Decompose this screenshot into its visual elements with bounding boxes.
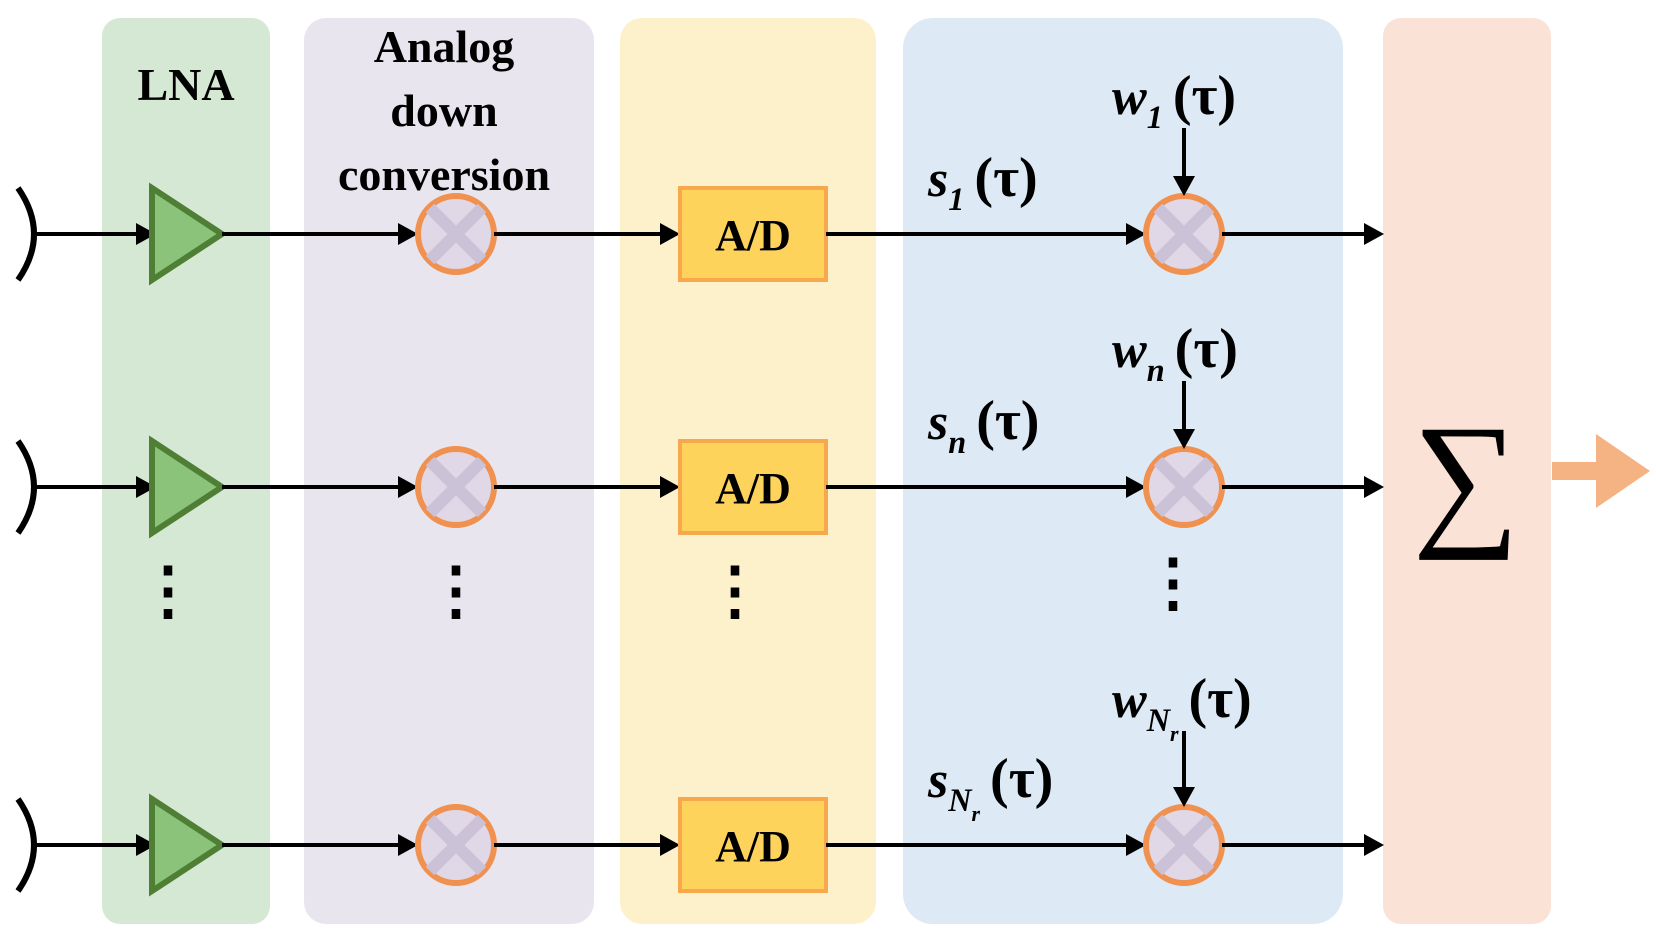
weight-ellipsis: ⋮ [1141,547,1205,618]
amplifier-icon [149,793,228,897]
weight-to-sum-line-head [1364,476,1384,498]
weight-label: wn(τ) [1112,318,1238,388]
weight-to-sum-line-head [1364,834,1384,856]
adc-label: A/D [715,464,791,513]
weight-multiplier-icon [1143,193,1225,275]
downconversion-mixer-icon [415,446,497,528]
mixer-to-adc-line-head [660,834,680,856]
adc-to-weight-line-head [1126,223,1146,245]
weight-to-sum-line-head [1364,223,1384,245]
antenna-icon [15,186,37,282]
antenna-to-lna-line-head [136,834,156,856]
antenna-icon [15,797,37,893]
output-arrow [1552,434,1650,508]
summation-stage-panel [1383,18,1551,924]
lna-to-mixer-line-head [398,476,418,498]
signal-label: s1(τ) [927,147,1038,217]
downconversion-label-line-3: conversion [338,149,550,200]
downconversion-label-line-1: Analog [374,21,515,72]
downconversion-mixer-icon [415,193,497,275]
amplifier-icon [149,182,228,286]
weight-input-line-head [1173,429,1195,449]
mixer-to-adc-line-head [660,223,680,245]
adc-to-weight-line-head [1126,476,1146,498]
weight-label: wNr(τ) [1112,668,1252,746]
adc-label: A/D [715,822,791,871]
mixer-ellipsis: ⋮ [424,555,488,626]
antenna-icon [15,439,37,535]
adc-to-weight-line-head [1126,834,1146,856]
adc-label: A/D [715,211,791,260]
antenna-to-lna-line-head [136,223,156,245]
weight-multiplier-icon [1143,804,1225,886]
lna-ellipsis: ⋮ [136,555,200,626]
antenna-to-lna-line-head [136,476,156,498]
signal-label: sn(τ) [927,390,1039,460]
weight-label: w1(τ) [1112,65,1236,135]
adc-ellipsis: ⋮ [703,555,767,626]
channel-rows: A/D s1(τ) w1(τ) A/D sn(τ) wn(τ) A/D sNr(τ) wNr(τ… [15,65,1384,897]
lna-to-mixer-line-head [398,834,418,856]
lna-label: LNA [137,59,234,110]
weight-input-line-head [1173,787,1195,807]
summation-symbol: ∑ [1413,395,1520,561]
amplifier-icon [149,435,228,539]
lna-to-mixer-line-head [398,223,418,245]
weight-input-line-head [1173,176,1195,196]
downconversion-label-line-2: down [390,85,497,136]
weight-multiplier-icon [1143,446,1225,528]
adc-block [678,186,828,282]
weighting-stage-panel [903,18,1343,924]
downconversion-mixer-icon [415,804,497,886]
mixer-to-adc-line-head [660,476,680,498]
adc-block [678,439,828,535]
signal-label: sNr(τ) [927,748,1053,826]
